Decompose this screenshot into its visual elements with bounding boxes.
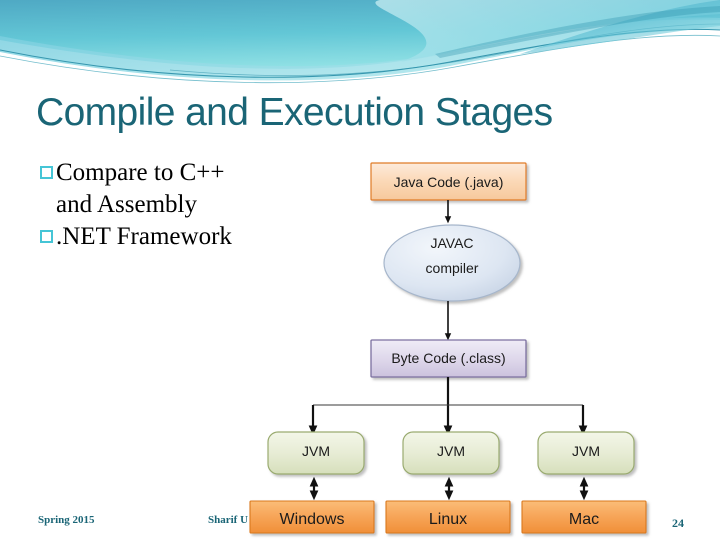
node-os-windows [249, 500, 375, 534]
node-byte-code [370, 339, 527, 378]
compile-execution-flowchart: Java Code (.java) JAVAC compiler Byte Co… [242, 155, 654, 540]
node-os-linux [385, 500, 511, 534]
footer-term: Spring 2015 [38, 514, 95, 526]
node-jvm-1 [402, 431, 500, 475]
node-os-mac [521, 500, 647, 534]
list-item-label: .NET Framework [56, 223, 232, 250]
bullet-list: Compare to C++ and Assembly .NET Framewo… [40, 157, 235, 254]
list-item: .NET Framework [40, 221, 235, 253]
node-javac-compiler [383, 224, 521, 302]
flowchart-svg [249, 162, 647, 534]
list-item: Compare to C++ and Assembly [40, 157, 235, 220]
header-swoosh-svg [0, 0, 720, 84]
footer-institution: Sharif U [208, 514, 249, 526]
hollow-square-bullet-icon [40, 166, 53, 179]
node-jvm-0 [267, 431, 365, 475]
page-title: Compile and Execution Stages [36, 91, 553, 134]
list-item-label: Compare to C++ and Assembly [56, 159, 225, 218]
node-jvm-2 [537, 431, 635, 475]
header-swoosh-decoration [0, 0, 720, 95]
slide-number: 24 [672, 516, 684, 530]
hollow-square-bullet-icon [40, 230, 53, 243]
edge-bytecode-branch [308, 377, 588, 436]
node-java-code [370, 162, 527, 201]
